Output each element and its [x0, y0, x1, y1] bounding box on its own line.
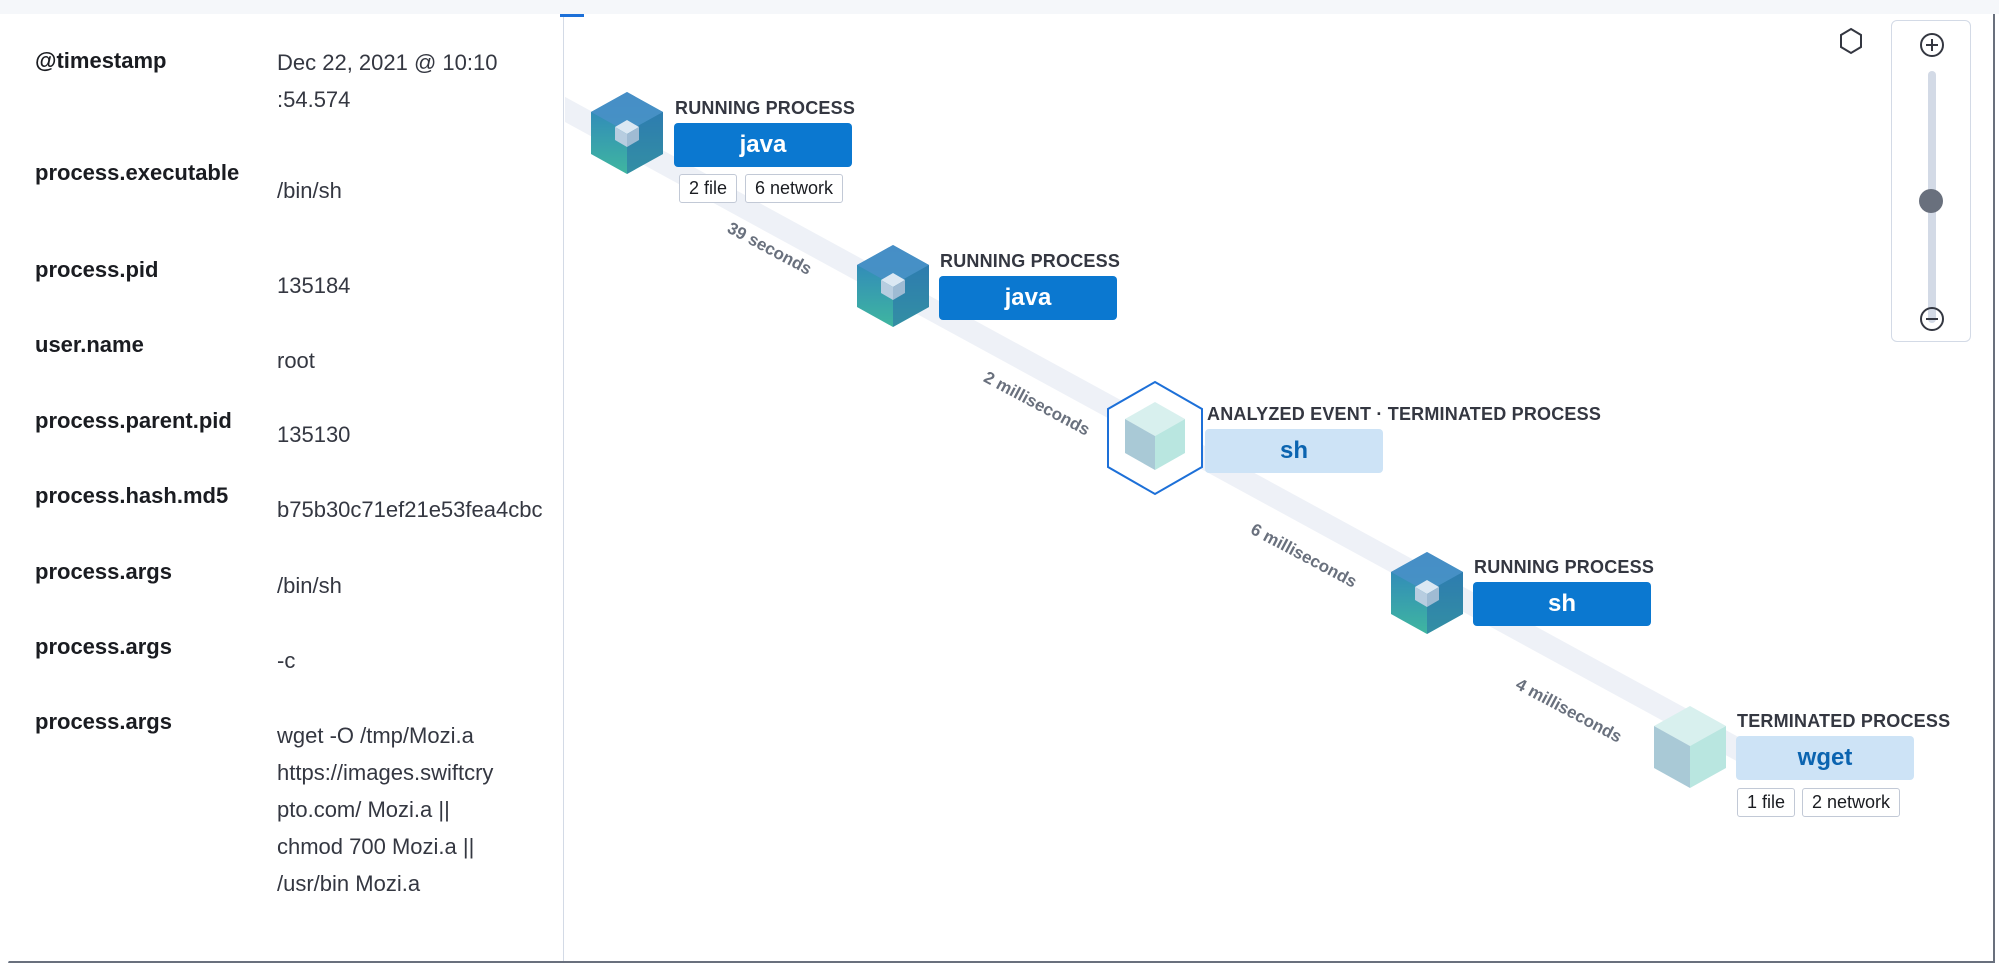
file-events-pill[interactable]: 2 file: [679, 174, 738, 203]
terminated-process-cube-icon[interactable]: [1652, 704, 1728, 790]
running-process-cube-icon[interactable]: [1389, 550, 1465, 636]
detail-value: 135184: [277, 273, 351, 298]
minus-circle-icon[interactable]: [1918, 305, 1946, 333]
zoom-slider-thumb[interactable]: [1919, 189, 1943, 213]
node-type-label: RUNNING PROCESS: [940, 251, 1121, 271]
network-events-pill[interactable]: 6 network: [745, 174, 844, 203]
detail-value: root: [277, 348, 315, 373]
detail-value: /bin/sh: [277, 178, 342, 203]
detail-key: process.args: [35, 634, 172, 659]
detail-key: process.args: [35, 709, 172, 734]
running-process-cube-icon[interactable]: [589, 90, 665, 176]
detail-value: wget -O /tmp/Mozi.a https://images.swift…: [277, 723, 494, 896]
detail-value: b75b30c71ef21e53fea4cbc: [277, 497, 543, 522]
process-node-button[interactable]: java: [674, 123, 852, 167]
node-type-label: TERMINATED PROCESS: [1737, 711, 1951, 731]
detail-value: Dec 22, 2021 @ 10:10 :54.574: [277, 50, 498, 112]
panel-accent: [560, 14, 584, 17]
analyzed-event-cube-icon[interactable]: [1105, 380, 1205, 496]
network-events-pill[interactable]: 2 network: [1802, 788, 1901, 817]
detail-key: user.name: [35, 332, 144, 357]
process-node-button[interactable]: sh: [1205, 429, 1383, 473]
process-node-button[interactable]: wget: [1736, 736, 1914, 780]
running-process-cube-icon[interactable]: [855, 243, 931, 329]
detail-value: -c: [277, 648, 296, 673]
node-type-label: RUNNING PROCESS: [675, 98, 856, 118]
plus-circle-icon[interactable]: [1918, 31, 1946, 59]
node-type-label: ANALYZED EVENT · TERMINATED PROCESS: [1207, 404, 1602, 424]
detail-key: process.pid: [35, 257, 159, 282]
process-graph-canvas[interactable]: 39 seconds 2 milliseconds 6 milliseconds…: [565, 14, 1991, 961]
process-node-button[interactable]: sh: [1473, 582, 1651, 626]
top-strip: [0, 0, 1999, 14]
detail-value: /bin/sh: [277, 573, 342, 598]
detail-key: @timestamp: [35, 48, 167, 73]
hexagon-icon[interactable]: [1836, 26, 1866, 56]
detail-key: process.executable: [35, 160, 240, 185]
node-type-label: RUNNING PROCESS: [1474, 557, 1655, 577]
detail-key: process.parent.pid: [35, 408, 232, 433]
file-events-pill[interactable]: 1 file: [1737, 788, 1796, 817]
detail-key: process.hash.md5: [35, 483, 229, 508]
process-node-button[interactable]: java: [939, 276, 1117, 320]
event-details-panel: @timestamp Dec 22, 2021 @ 10:10 :54.574 …: [8, 14, 564, 961]
detail-value: 135130: [277, 422, 351, 447]
zoom-controls: [1891, 20, 1971, 342]
detail-key: process.args: [35, 559, 172, 584]
